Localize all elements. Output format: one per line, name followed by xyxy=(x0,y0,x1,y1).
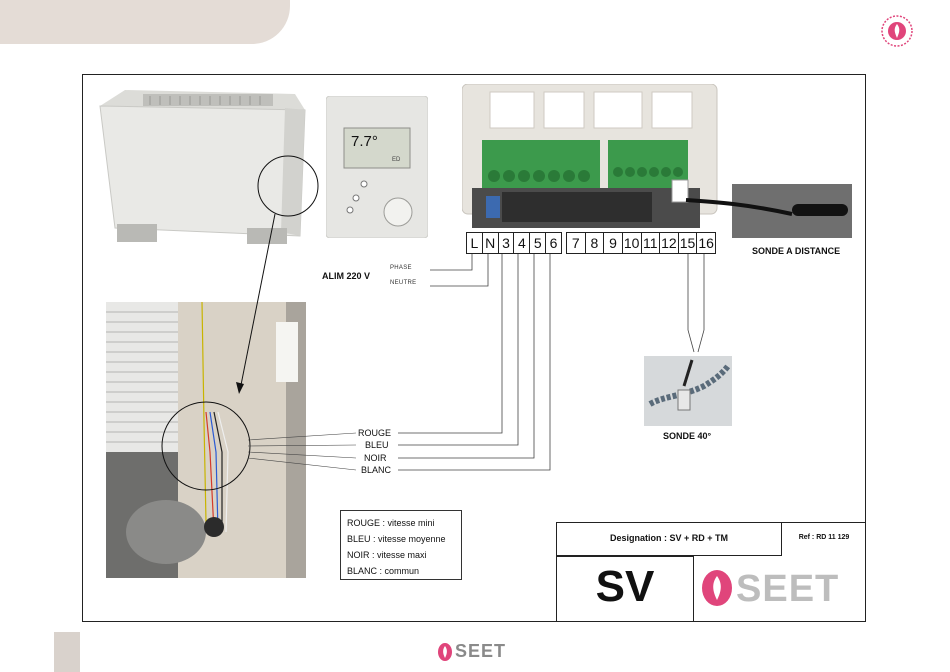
contact-sensor-image xyxy=(644,356,732,426)
phase-label: PHASE xyxy=(390,265,412,271)
model-code: SV xyxy=(556,562,694,612)
legend-item-bleu: BLEU : vitesse moyenne xyxy=(347,531,455,547)
neutre-label: NEUTRE xyxy=(390,280,416,286)
seet-flame-icon xyxy=(700,568,734,608)
footer-bar xyxy=(54,632,80,672)
wire-label-rouge: ROUGE xyxy=(358,428,391,438)
seet-logo-text: SEET xyxy=(736,568,839,611)
wire-label-bleu: BLEU xyxy=(365,440,389,450)
contact-sensor-label: SONDE 40° xyxy=(663,431,711,441)
designation-text: Designation : SV + RD + TM xyxy=(556,533,782,543)
footer-brand-text: SEET xyxy=(455,641,506,662)
footer-flame-icon xyxy=(437,642,453,662)
remote-sensor-label: SONDE A DISTANCE xyxy=(752,246,840,256)
legend-item-rouge: ROUGE : vitesse mini xyxy=(347,515,455,531)
reference-text: Ref : RD 11 129 xyxy=(782,534,866,541)
legend-item-noir: NOIR : vitesse maxi xyxy=(347,547,455,563)
wire-legend: ROUGE : vitesse mini BLEU : vitesse moye… xyxy=(340,510,462,580)
alim-label: ALIM 220 V xyxy=(322,271,370,281)
wire-label-blanc: BLANC xyxy=(361,465,391,475)
wire-label-noir: NOIR xyxy=(364,453,387,463)
legend-item-blanc: BLANC : commun xyxy=(347,563,455,579)
